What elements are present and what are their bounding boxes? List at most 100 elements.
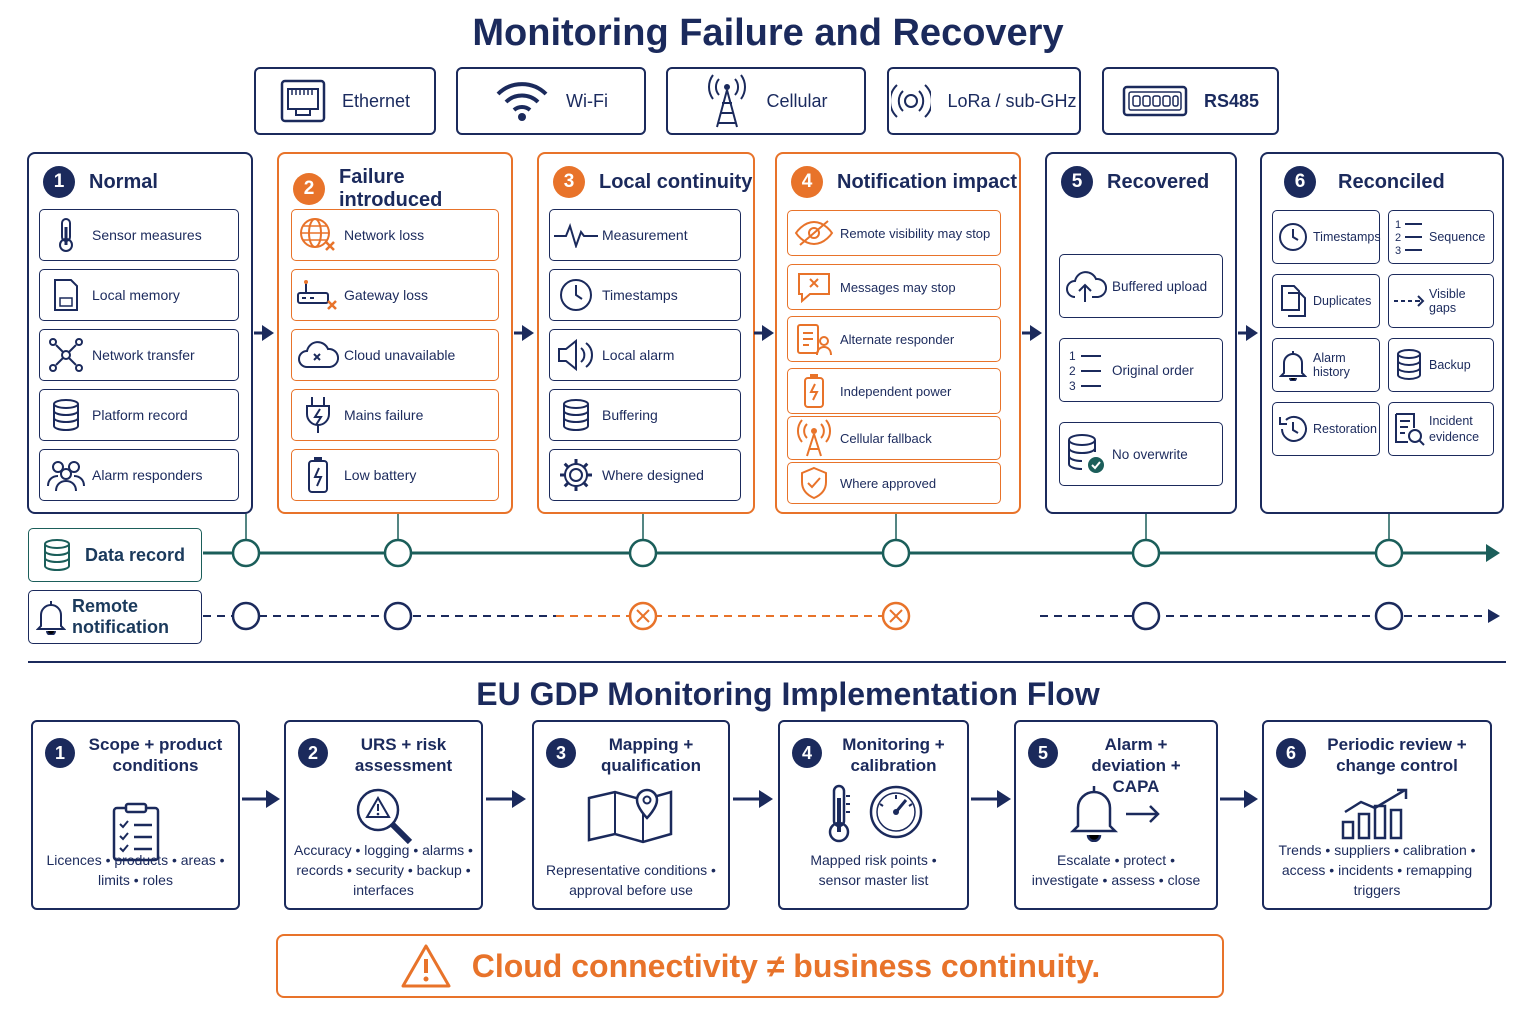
database-icon [1397,349,1421,381]
database-check-icon [1068,434,1104,473]
notification-node [1374,601,1404,631]
data-record-node [881,538,911,568]
svg-text:3: 3 [1069,379,1076,392]
clock-icon [1279,223,1307,251]
stage-item: Visible gaps [1388,274,1494,328]
step-arrow-1-2 [242,790,280,808]
flow-arrow-2-3 [514,325,534,341]
data-record-node [1131,538,1161,568]
stage-title: Local continuity [599,170,753,193]
evidence-search-icon [1395,413,1425,446]
network-nodes-icon [49,338,83,372]
database-icon [563,399,589,432]
stage-item: Network transfer [39,329,239,381]
protocol-cellular: Cellular [666,67,866,135]
stage-item: Remote visibility may stop [787,210,1001,256]
cloud-x-icon [298,341,339,368]
stage-item: Timestamps [1272,210,1381,264]
remote-notification-track-label: Remote notification [28,590,202,644]
numbered-list-icon: 123 [1395,219,1422,257]
stage-item: Alarm history [1272,338,1380,392]
thermometer-icon [59,218,73,252]
flow-arrow-4-5 [1022,325,1042,341]
numbered-list-icon: 123 [1069,349,1101,392]
protocol-ethernet: Ethernet [254,67,436,135]
stage-item: Where approved [787,462,1001,504]
dashed-arrow-icon [1394,295,1425,307]
thermometer-icon [828,784,850,843]
protocol-rs485: RS485 [1102,67,1279,135]
protocol-label: Ethernet [341,90,411,111]
stage-item: Backup [1388,338,1494,392]
svg-text:3: 3 [1395,245,1401,257]
protocol-label: Cellular [766,90,828,111]
stage-item: Local alarm [549,329,741,381]
stage-title: Reconciled [1338,170,1445,193]
database-icon [53,399,79,432]
step-arrow-2-3 [486,790,526,808]
stage-item: Sensor measures [39,209,239,261]
bell-icon [1279,351,1307,381]
checklist-clipboard-icon [112,802,159,862]
lora-signal-icon [891,84,932,118]
flow-arrow-5-6 [1238,325,1258,341]
warning-triangle-icon [401,944,451,988]
stage-number-badge: 1 [43,166,75,198]
cell-tower-icon [708,74,747,128]
stage-title: Normal [89,170,158,193]
cloud-upload-icon [1066,271,1107,302]
stage-number-badge: 3 [553,166,585,198]
people-icon [47,461,85,492]
message-x-icon [798,273,830,303]
stage-item: Restoration [1272,402,1380,456]
battery-low-icon [308,457,328,493]
stage-number-badge: 5 [1061,166,1093,198]
stage-title: Notification impact [837,170,1018,193]
stage-item: Messages may stop [787,264,1001,310]
stage-item: Where designed [549,449,741,501]
data-record-node [383,538,413,568]
sd-card-icon [54,279,78,311]
notification-node [383,601,413,631]
stage-number-badge: 4 [791,166,823,198]
notification-node [231,601,261,631]
stage-item: Measurement [549,209,741,261]
stage-number-badge: 2 [293,173,325,205]
stage-item: Cloud unavailable [291,329,499,381]
stage-item: Buffering [549,389,741,441]
section-divider [28,661,1506,663]
timeline [203,514,1500,631]
svg-text:2: 2 [1395,232,1401,244]
step-arrow-3-4 [733,790,773,808]
notification-node [1131,601,1161,631]
speaker-icon [558,338,593,372]
stage-item: Low battery [291,449,499,501]
implementation-title: EU GDP Monitoring Implementation Flow [476,676,1100,712]
router-x-icon [297,280,337,310]
stage-item: Alternate responder [787,316,1001,362]
stage-item: Incident evidence [1388,402,1494,456]
flow-arrow-1-2 [254,325,274,341]
rs485-connector-icon [1122,85,1188,117]
stage-item: Gateway loss [291,269,499,321]
svg-text:1: 1 [1395,219,1401,231]
data-record-arrowhead [1486,544,1500,562]
stage-item: Duplicates [1272,274,1380,328]
eye-off-icon [794,220,834,246]
flow-arrow-3-4 [754,325,774,341]
gauge-icon [869,785,922,839]
shield-check-icon [801,466,827,500]
protocol-label: RS485 [1203,90,1260,111]
stage-item: Alarm responders [39,449,239,501]
protocol-label: Wi-Fi [566,90,608,111]
banner-text: Cloud connectivity ≠ business continuity… [471,947,1101,984]
globe-x-icon [300,218,335,251]
